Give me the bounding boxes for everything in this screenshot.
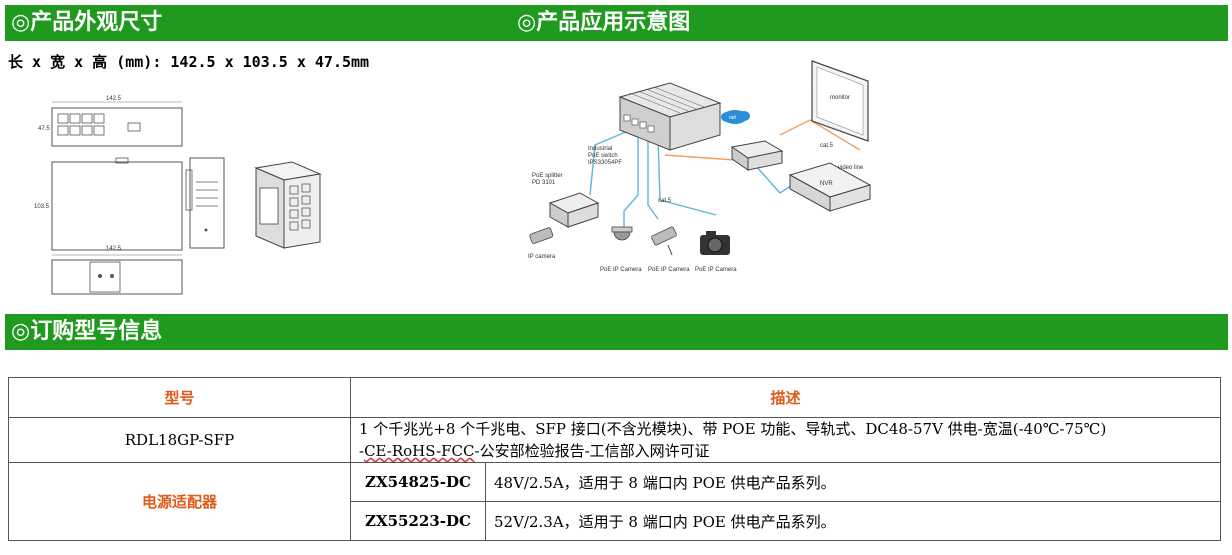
dome-camera-icon — [611, 226, 633, 241]
adapter-model-1: ZX54825-DC — [350, 462, 486, 502]
cat5-label-right: cat.5 — [820, 143, 834, 149]
ordering-table: 型号 描述 RDL18GP-SFP 1 个千兆光+8 个千兆电、SFP 接口(不… — [8, 377, 1221, 541]
poe-switch-device — [618, 82, 722, 151]
nvr-label: NVR — [820, 181, 833, 187]
certification-marked-text: CE-RoHS-FCC — [364, 442, 475, 460]
section-bar-application: ◎产品应用示意图 — [511, 5, 1228, 41]
side-view-drawing — [185, 157, 225, 249]
poe-camera-label-2: PoE IP Camera — [648, 267, 690, 273]
adapter-description-2: 52V/2.3A，适用于 8 端口内 POE 供电产品系列。 — [485, 501, 1221, 541]
media-converter-device — [730, 140, 784, 171]
dslr-camera-icon — [700, 231, 730, 255]
header-description: 描述 — [350, 377, 1221, 418]
ordering-title: ◎订购型号信息 — [11, 319, 163, 344]
table-header-row: 型号 描述 — [8, 377, 1221, 418]
switch-label-1: Industrial — [588, 146, 612, 152]
table-row: RDL18GP-SFP 1 个千兆光+8 个千兆电、SFP 接口(不含光模块)、… — [8, 417, 1221, 463]
model-cell: RDL18GP-SFP — [8, 417, 351, 463]
cable-switch-camera2 — [647, 135, 659, 220]
application-title: ◎产品应用示意图 — [517, 10, 691, 35]
adapter-model-2: ZX55223-DC — [350, 501, 486, 541]
table-row: 电源适配器 ZX54825-DC 48V/2.5A，适用于 8 端口内 POE … — [8, 462, 1221, 541]
bullet-camera-icon — [651, 226, 677, 256]
cable-switch-camera3 — [657, 134, 717, 216]
top-depth-label: 103.5 — [34, 204, 50, 210]
poe-camera-label-1: PoE IP Camera — [600, 267, 642, 273]
switch-label-3: IPS33054PF — [588, 160, 622, 166]
video-line-label: video line — [838, 165, 864, 171]
cable-switch-nvr-adapter — [664, 154, 736, 161]
front-width-label: 142.5 — [106, 96, 122, 102]
description-cell: 1 个千兆光+8 个千兆电、SFP 接口(不含光模块)、带 POE 功能、导轨式… — [350, 417, 1221, 463]
table-row: ZX55223-DC 52V/2.3A，适用于 8 端口内 POE 供电产品系列… — [9, 501, 1221, 541]
ip-camera-label: IP camera — [528, 254, 556, 260]
power-adapter-category: 电源适配器 — [8, 462, 351, 541]
section-bar-ordering: ◎订购型号信息 — [5, 314, 1228, 350]
cable-switch-splitter — [589, 130, 629, 196]
section-bar-dimensions: ◎产品外观尺寸 — [5, 5, 511, 41]
cloud-label: net — [729, 115, 737, 121]
poe-camera-label-3: PoE IP Camera — [695, 267, 737, 273]
header-model: 型号 — [8, 377, 351, 418]
adapter-description-1: 48V/2.5A，适用于 8 端口内 POE 供电产品系列。 — [485, 462, 1221, 502]
dimensions-text: 长 x 宽 x 高 (mm): 142.5 x 103.5 x 47.5mm — [8, 53, 370, 71]
front-view-drawing: 142.5 47.5 — [38, 96, 183, 147]
top-view-drawing: 142.5 103.5 — [34, 157, 183, 256]
front-height-label: 47.5 — [38, 126, 50, 132]
isometric-view-drawing — [254, 161, 322, 249]
ip-camera-icon — [529, 227, 554, 244]
dimension-drawings: 142.5 47.5 142.5 103.5 — [34, 96, 322, 295]
monitor-device: monitor — [811, 60, 869, 142]
splitter-label-1: PoE splitter — [532, 173, 563, 179]
description-line-2: -CE-RoHS-FCC-公安部检验报告-工信部入网许可证 — [359, 442, 710, 460]
monitor-label: monitor — [830, 95, 850, 101]
splitter-label-2: PD 3101 — [532, 180, 556, 186]
dimensions-title: ◎产品外观尺寸 — [11, 10, 163, 35]
nvr-device: NVR — [788, 162, 872, 212]
network-cloud-icon: net — [721, 110, 750, 124]
bottom-view-drawing — [51, 259, 183, 295]
description-line-1: 1 个千兆光+8 个千兆电、SFP 接口(不含光模块)、带 POE 功能、导轨式… — [359, 420, 1107, 438]
cat5-label-bottom: cat.5 — [658, 198, 672, 204]
poe-splitter-device — [548, 192, 600, 228]
switch-label-2: PoE switch — [588, 153, 618, 159]
top-width-label: 142.5 — [106, 246, 122, 252]
application-diagram: Industrial PoE switch IPS33054PF net mon… — [528, 60, 872, 273]
